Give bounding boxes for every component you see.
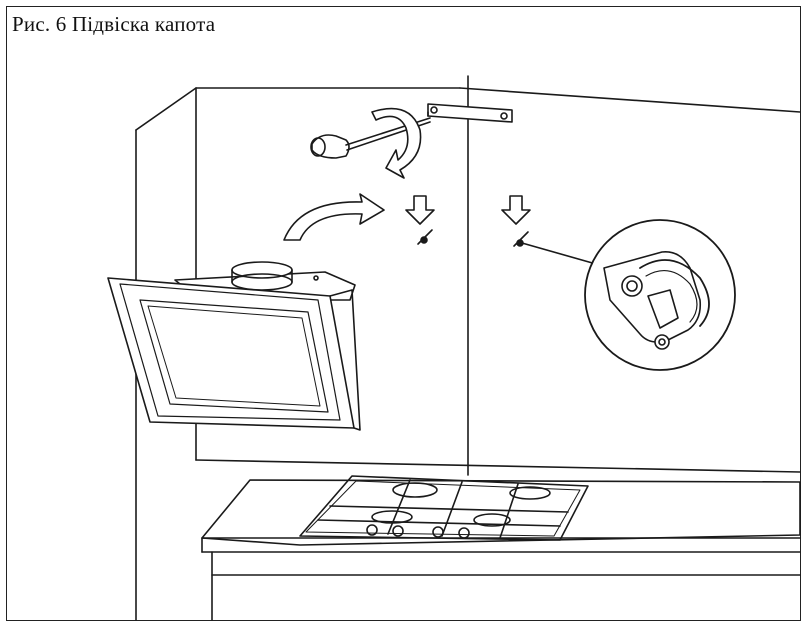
- hook-detail-magnifier: [584, 219, 736, 371]
- mounting-bracket: [427, 103, 513, 123]
- figure-caption: Рис. 6 Підвіска капота: [12, 12, 216, 36]
- range-hood: [107, 261, 361, 431]
- screwdriver-icon: [310, 117, 431, 159]
- countertop: [201, 479, 801, 621]
- gas-hob: [299, 475, 589, 541]
- rotation-arrow-icon: [371, 107, 422, 179]
- insert-arrow-icon: [283, 193, 385, 241]
- down-arrow-right-icon: [501, 195, 611, 269]
- down-arrow-left-icon: [405, 195, 435, 245]
